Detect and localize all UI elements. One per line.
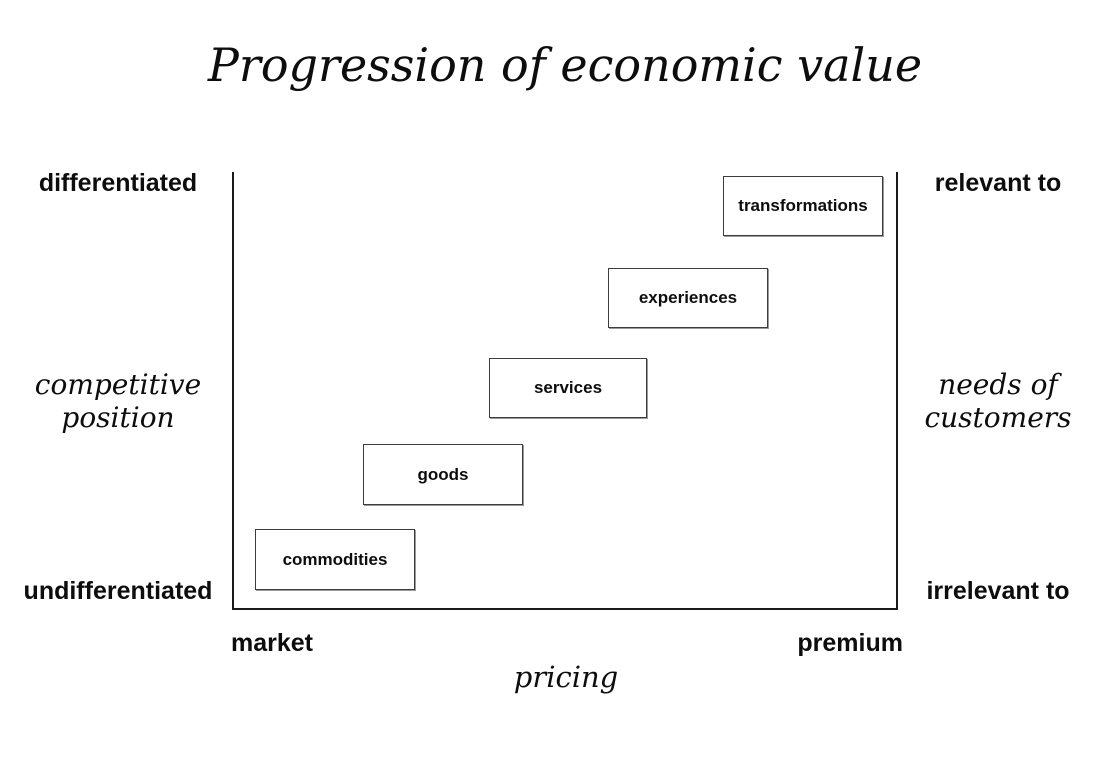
y-axis-title-line1: competitive [34, 368, 202, 401]
stage-box-services: services [489, 358, 647, 418]
stage-label: transformations [738, 196, 868, 215]
stage-box-goods: goods [363, 444, 523, 505]
x-axis-title-pricing: pricing [513, 660, 619, 694]
stage-label: services [533, 378, 603, 397]
right-axis-title-line2: customers [924, 401, 1072, 434]
y-axis-title-competitive-position: competitive position [14, 368, 222, 434]
right-axis-label-irrelevant-to: irrelevant to [926, 577, 1070, 605]
y-axis-title-line2: position [61, 401, 175, 434]
stage-label: experiences [638, 288, 738, 307]
right-axis-title-line1: needs of [938, 368, 1058, 401]
x-axis-label-market: market [231, 629, 313, 657]
stage-label: goods [417, 464, 469, 484]
stage-box-commodities: commodities [255, 529, 415, 590]
y-axis-label-differentiated: differentiated [38, 169, 198, 197]
stage-box-experiences: experiences [608, 268, 768, 328]
right-axis-title-needs-of-customers: needs of customers [890, 368, 1106, 434]
right-axis-label-relevant-to: relevant to [934, 169, 1062, 197]
stage-label: commodities [282, 549, 388, 569]
axis-frame [232, 172, 898, 610]
y-axis-label-undifferentiated: undifferentiated [23, 577, 213, 605]
diagram-title: Progression of economic value [207, 38, 923, 92]
stage-box-transformations: transformations [723, 176, 883, 236]
x-axis-label-premium: premium [797, 629, 903, 657]
